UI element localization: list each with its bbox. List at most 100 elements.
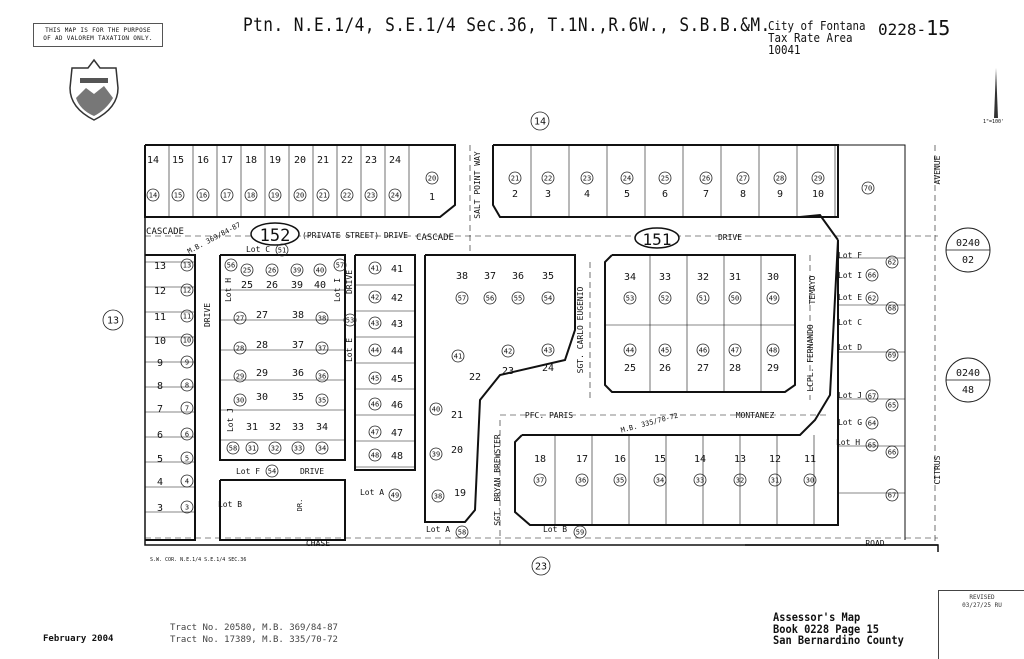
parcel-number: 55 (514, 294, 522, 302)
parcel-number-circle (693, 473, 707, 487)
parcel-number-circle (511, 291, 525, 305)
parcel-number-circle (180, 258, 194, 272)
parcel-number-circle (368, 343, 382, 357)
parcel-number-circle (501, 344, 515, 358)
lot-number: 47 (391, 428, 403, 439)
parcel-number-circle (233, 393, 247, 407)
lettered-lot: Lot H (224, 278, 233, 302)
parcel-number-circle (803, 473, 817, 487)
parcel-number: 8 (185, 381, 189, 389)
lot-number: 31 (729, 272, 741, 283)
lot-number: 21 (451, 410, 463, 421)
parcel-number: 9 (185, 358, 189, 366)
parcel-number: 52 (661, 294, 669, 302)
lot-number: 11 (154, 312, 166, 323)
parcel-number-circle (315, 441, 329, 455)
map-boundary (144, 145, 938, 546)
disclaimer-line2: OF AD VALOREM TAXATION ONLY. (43, 35, 153, 42)
street-label-drive_mid: DRIVE (345, 270, 354, 294)
lettered-lot: Lot F (236, 467, 260, 476)
parcel-number-circle (180, 333, 194, 347)
map-ref-upper: M.B. 369/84-87 (186, 221, 242, 256)
parcel-number: 14 (149, 191, 157, 199)
parcel-number-circle (293, 188, 307, 202)
book-page-151-oval (634, 227, 680, 249)
lot-number: 2 (512, 189, 518, 200)
tax-rate-area-label: Tax Rate Area (768, 31, 853, 45)
street-label-cascade_w: CASCADE (146, 227, 184, 237)
parcel-number: 20 (428, 174, 436, 182)
lettered-lot: Lot J (226, 408, 235, 432)
parcel-number: 62 (888, 258, 896, 266)
lettered-lot: Lot G (838, 418, 862, 427)
parcel-number-circle (865, 416, 879, 430)
lettered-lot: Lot J (838, 391, 862, 400)
parcel-number-circle (146, 188, 160, 202)
tract-1: Tract No. 20580, M.B. 369/84-87 (170, 623, 338, 633)
parcel-number: 54 (544, 294, 552, 302)
parcel-number: 10 (183, 336, 191, 344)
parcel-number: 56 (486, 294, 494, 302)
parcel-number-circle (180, 355, 194, 369)
street-label-salt_point: SALT POINT WAY (473, 151, 482, 219)
lot-number: 7 (157, 404, 163, 415)
lot-number: 48 (391, 451, 403, 462)
parcel-number: 15 (174, 191, 182, 199)
parcel-number: 68 (888, 304, 896, 312)
lot-number: 3 (157, 503, 163, 514)
map-ref-lower: M.B. 335/70-72 (620, 412, 679, 435)
parcel-number: 29 (236, 372, 244, 380)
parcel-number-circle (180, 474, 194, 488)
lot-number: 41 (391, 264, 403, 275)
assessor-line2: Book 0228 Page 15 (773, 621, 879, 636)
lot-number: 36 (512, 271, 524, 282)
parcel-number-circle (180, 401, 194, 415)
parcel-number-circle (368, 397, 382, 411)
parcel-number: 32 (736, 476, 744, 484)
street-label-temayo: TEMAYO (808, 275, 817, 304)
scale-label: 1"=100' (983, 119, 1005, 125)
lettered-lot: Lot A (360, 488, 384, 497)
parcel-number-circle (368, 290, 382, 304)
corner-reference: S.W. COR. N.E.1/4 S.E.1/4 SEC.36 (150, 557, 246, 563)
lot-number: 30 (767, 272, 779, 283)
lot-number: 14 (694, 454, 706, 465)
map-date: February 2004 (43, 634, 114, 644)
disclaimer-line1: THIS MAP IS FOR THE PURPOSE (45, 27, 151, 34)
lot-number: 39 (291, 280, 303, 291)
lot-number: 5 (157, 454, 163, 465)
lot-number: 9 (157, 358, 163, 369)
parcel-number-circle (541, 343, 555, 357)
lot-number: 10 (154, 336, 166, 347)
parcel-number: 3 (185, 503, 189, 511)
parcel-number-circle (364, 188, 378, 202)
lot-number: 17 (576, 454, 588, 465)
parcel-number: 27 (739, 174, 747, 182)
lot-number: 30 (256, 392, 268, 403)
map-number-prefix: 0228- (878, 20, 927, 39)
parcel-number: 34 (656, 476, 664, 484)
lot-number: 13 (154, 261, 166, 272)
street-label-paris: PFC. PARIS (525, 411, 573, 420)
parcel-number-circle (171, 188, 185, 202)
adjacent-page-south-circle (531, 556, 551, 576)
lot-number: 14 (147, 155, 159, 166)
adjacent-page-east-upper-book: 0240 (956, 238, 980, 249)
parcel-number-circle (885, 348, 899, 362)
lettered-lot: Lot F (838, 251, 862, 260)
parcel-number-circle (315, 311, 329, 325)
parcel-number-circle (240, 263, 254, 277)
street-label-chase: CHASE (306, 539, 330, 548)
north-arrow-icon (994, 68, 998, 118)
lot-number: 10 (812, 189, 824, 200)
city-info: City of Fontana Tax Rate Area 10041 (768, 20, 866, 56)
book-page-151: 151 (643, 230, 672, 249)
lettered-lot: Lot E (838, 293, 862, 302)
lettered-lot: Lot I (838, 271, 862, 280)
lot-number: 32 (269, 422, 281, 433)
parcel-number-circle (455, 291, 469, 305)
parcel-number: 37 (536, 476, 544, 484)
parcel-number: 57 (336, 261, 344, 269)
map-number: 0228-15 (878, 16, 950, 40)
parcel-number: 56 (227, 261, 235, 269)
